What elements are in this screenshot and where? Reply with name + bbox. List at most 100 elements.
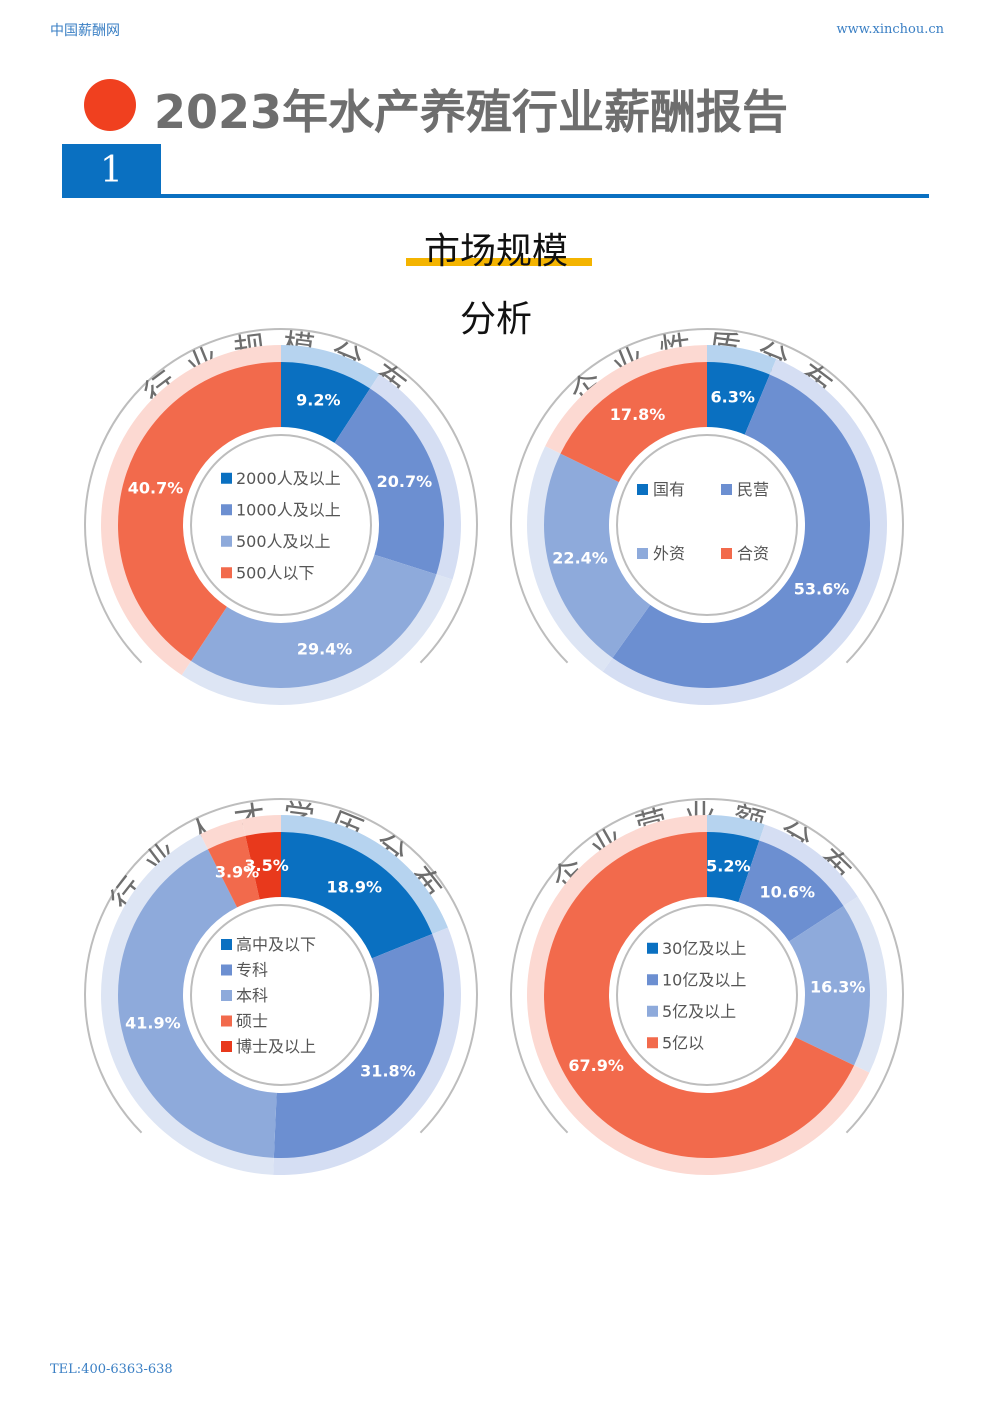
section-number: 1	[100, 150, 123, 191]
section-title: 市场规模	[423, 231, 568, 272]
legend-label: 10亿及以上	[662, 970, 746, 989]
outer-band-segment	[602, 358, 887, 705]
data-label: 9.2%	[296, 390, 340, 409]
legend-swatch	[221, 939, 232, 950]
data-label: 10.6%	[760, 882, 816, 901]
legend-label: 5亿及以上	[662, 1002, 736, 1021]
outer-ring-arc	[84, 328, 478, 664]
data-label: 22.4%	[552, 548, 608, 567]
legend-label: 国有	[653, 480, 685, 499]
slice-1[interactable]	[273, 934, 444, 1158]
legend-swatch	[647, 1037, 658, 1049]
outer-band-segment	[241, 815, 281, 837]
legend-swatch	[221, 990, 232, 1001]
slice-2[interactable]	[191, 554, 437, 688]
legend-swatch	[221, 504, 232, 516]
outer-band-segment	[181, 574, 453, 705]
title-dot	[84, 79, 136, 131]
legend-swatch	[647, 974, 658, 986]
outer-band-segment	[100, 834, 274, 1175]
outer-band-segment	[842, 896, 887, 1073]
data-label: 20.7%	[377, 472, 433, 491]
legend-swatch	[721, 548, 732, 559]
slice-1[interactable]	[612, 374, 871, 689]
legend-swatch	[221, 1041, 232, 1052]
data-label: 67.9%	[568, 1056, 624, 1075]
data-label: 3.5%	[244, 856, 288, 875]
data-label: 16.3%	[810, 977, 866, 996]
outer-band-segment	[200, 819, 246, 851]
slice-0[interactable]	[281, 362, 371, 443]
outer-ring-arc	[84, 798, 478, 1134]
legend-label: 500人及以上	[236, 532, 331, 551]
data-label: 53.6%	[794, 580, 850, 599]
data-label: 40.7%	[128, 478, 184, 497]
data-label: 5.2%	[706, 857, 750, 876]
legend-swatch	[647, 942, 658, 954]
chart-industry-scale: 行业规模分布9.2%20.7%29.4%40.7%2000人及以上1000人及以…	[84, 326, 478, 705]
site-url[interactable]: www.xinchou.cn	[836, 22, 944, 37]
slice-0[interactable]	[281, 832, 433, 959]
chart-education: 行业人才学历分布18.9%31.8%41.9%3.9%3.5%高中及以下专科本科…	[84, 796, 478, 1175]
data-label: 29.4%	[297, 640, 353, 659]
legend-label: 博士及以上	[236, 1037, 316, 1056]
slice-3[interactable]	[544, 832, 855, 1158]
slice-1[interactable]	[334, 388, 444, 575]
site-name: 中国薪酬网	[50, 23, 120, 39]
legend-swatch	[637, 548, 648, 559]
slice-0[interactable]	[707, 832, 760, 903]
data-label: 6.3%	[711, 388, 755, 407]
outer-band-segment	[707, 345, 777, 376]
data-label: 18.9%	[327, 877, 383, 896]
legend-swatch	[221, 472, 232, 484]
legend-swatch	[221, 964, 232, 976]
data-label: 3.9%	[215, 863, 259, 882]
outer-band-segment	[100, 345, 281, 676]
outer-band-segment	[281, 815, 448, 935]
legend-label: 高中及以下	[236, 935, 316, 954]
data-label: 31.8%	[360, 1062, 416, 1081]
section-title-line2: 分析	[459, 299, 532, 340]
legend-swatch	[221, 535, 232, 547]
data-label: 41.9%	[125, 1013, 181, 1032]
slice-3[interactable]	[118, 362, 281, 661]
chart-revenue: 企业营业额分布5.2%10.6%16.3%67.9%30亿及以上10亿及以上5亿…	[510, 797, 904, 1175]
legend-swatch	[221, 567, 232, 579]
legend-label: 民营	[737, 480, 769, 499]
slice-2[interactable]	[117, 849, 277, 1158]
legend-swatch	[647, 1005, 658, 1017]
legend-label: 5亿以	[662, 1033, 704, 1052]
legend-label: 专科	[236, 961, 268, 980]
legend-label: 30亿及以上	[662, 939, 746, 958]
legend-label: 本科	[236, 986, 268, 1005]
legend-label: 2000人及以上	[236, 469, 341, 488]
slice-2[interactable]	[789, 905, 870, 1066]
slice-3[interactable]	[560, 362, 707, 483]
section-divider	[62, 194, 929, 198]
inner-circle	[616, 904, 798, 1086]
slice-1[interactable]	[738, 840, 844, 942]
legend-swatch	[221, 1015, 232, 1027]
slice-0[interactable]	[707, 362, 770, 435]
legend-label: 500人以下	[236, 563, 315, 582]
section-number-box: 1	[62, 144, 161, 196]
data-label: 17.8%	[610, 405, 666, 424]
outer-band-segment	[281, 345, 380, 390]
outer-band-segment	[527, 446, 614, 672]
inner-circle	[616, 434, 798, 616]
legend-swatch	[637, 484, 648, 495]
legend-swatch	[721, 484, 732, 495]
slice-2[interactable]	[544, 453, 651, 658]
outer-band-segment	[545, 345, 707, 455]
legend-label: 1000人及以上	[236, 500, 341, 519]
outer-band-segment	[273, 927, 462, 1175]
inner-circle	[190, 434, 372, 616]
slice-3[interactable]	[207, 835, 260, 908]
outer-ring-arc	[510, 798, 904, 1134]
legend-label: 硕士	[236, 1012, 268, 1031]
page-title: 2023年水产养殖行业薪酬报告	[154, 85, 789, 139]
legend-label: 外资	[653, 544, 685, 563]
footer-tel: TEL:400-6363-638	[50, 1362, 173, 1377]
slice-4[interactable]	[245, 832, 281, 900]
